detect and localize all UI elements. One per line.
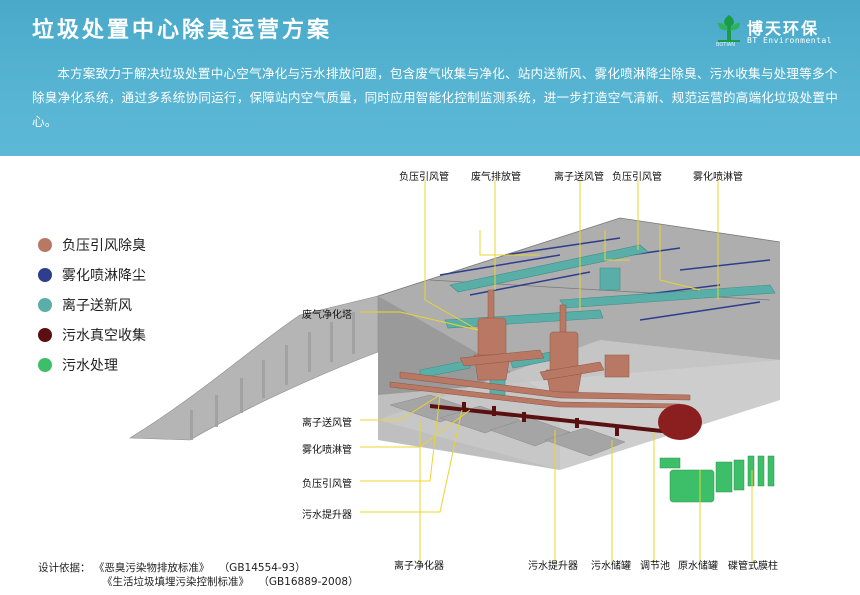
- legend-item: 离子送新风: [38, 290, 146, 320]
- pits: [389, 394, 626, 457]
- legend-label: 污水真空收集: [62, 328, 146, 344]
- label-ion-duct-left: 离子送风管: [302, 418, 352, 429]
- legend-label: 离子送新风: [62, 298, 132, 314]
- legend-dot: [38, 328, 52, 342]
- standard-2-name: 《生活垃圾填埋污染控制标准》: [102, 576, 249, 588]
- legend-dot: [38, 268, 52, 282]
- sewage-treatment: [659, 455, 775, 503]
- label-exhaust-pipe: 废气排放管: [471, 172, 521, 183]
- legend-label: 污水处理: [62, 358, 118, 374]
- purification-towers: [459, 289, 630, 393]
- standard-1-name: 《恶臭污染物排放标准》: [93, 562, 210, 574]
- label-lift-bottom: 污水提升器: [528, 561, 578, 572]
- legend-item: 雾化喷淋降尘: [38, 260, 146, 290]
- legend-item: 负压引风除臭: [38, 230, 146, 260]
- label-negative-duct-top-2: 负压引风管: [612, 172, 662, 183]
- facility-diagram: [128, 180, 781, 563]
- design-basis-row: 《生活垃圾填埋污染控制标准》 （GB16889-2008）: [38, 575, 359, 589]
- logo-sub: BOTIAN: [716, 42, 735, 48]
- label-dtro: 碟管式膜柱: [728, 561, 778, 572]
- label-raw-tank: 原水储罐: [678, 561, 718, 572]
- legend-dot: [38, 238, 52, 252]
- header-banner: 垃圾处置中心除臭运营方案 博天环保 BT Environmental BOTIA…: [0, 0, 860, 156]
- label-spray-left: 雾化喷淋管: [302, 445, 352, 456]
- leader-lines: [360, 180, 753, 563]
- logo-name-en: BT Environmental: [747, 36, 833, 45]
- label-lift-left: 污水提升器: [302, 510, 352, 521]
- legend-dot: [38, 298, 52, 312]
- design-basis-row: 设计依据： 《恶臭污染物排放标准》 （GB14554-93）: [38, 561, 359, 575]
- legend-item: 污水处理: [38, 350, 146, 380]
- label-ion-duct-top: 离子送风管: [554, 172, 604, 183]
- standard-2-code: （GB16889-2008）: [258, 576, 359, 588]
- sewage-vacuum: [430, 402, 702, 440]
- legend-label: 负压引风除臭: [62, 238, 146, 254]
- spray-pipes: [439, 237, 771, 321]
- legend-dot: [38, 358, 52, 372]
- legend-label: 雾化喷淋降尘: [62, 268, 146, 284]
- label-regulating-pool: 调节池: [640, 561, 670, 572]
- legend-item: 污水真空收集: [38, 320, 146, 350]
- label-negative-duct-top: 负压引风管: [399, 172, 449, 183]
- page-title: 垃圾处置中心除臭运营方案: [32, 18, 333, 43]
- label-sewage-tank: 污水储罐: [591, 561, 631, 572]
- legend: 负压引风除臭 雾化喷淋降尘 离子送新风 污水真空收集 污水处理: [38, 230, 146, 380]
- ramp-pillars: [190, 312, 355, 440]
- negative-pressure-ducts: [389, 371, 691, 409]
- logo-name-cn: 博天环保: [747, 19, 820, 38]
- design-basis-prefix: 设计依据：: [38, 562, 91, 574]
- label-purification-tower: 废气净化塔: [302, 310, 352, 321]
- company-logo: 博天环保 BT Environmental BOTIAN: [714, 13, 834, 49]
- label-negative-duct-left: 负压引风管: [302, 479, 352, 490]
- design-basis: 设计依据： 《恶臭污染物排放标准》 （GB14554-93） 《生活垃圾填埋污染…: [38, 561, 359, 589]
- standard-1-code: （GB14554-93）: [218, 562, 306, 574]
- tree-leaf-logo-icon: [718, 15, 740, 42]
- intro-paragraph: 本方案致力于解决垃圾处置中心空气净化与污水排放问题，包含废气收集与净化、站内送新…: [32, 66, 839, 129]
- label-spray-top: 雾化喷淋管: [693, 172, 743, 183]
- label-ion-purifier: 离子净化器: [394, 561, 444, 572]
